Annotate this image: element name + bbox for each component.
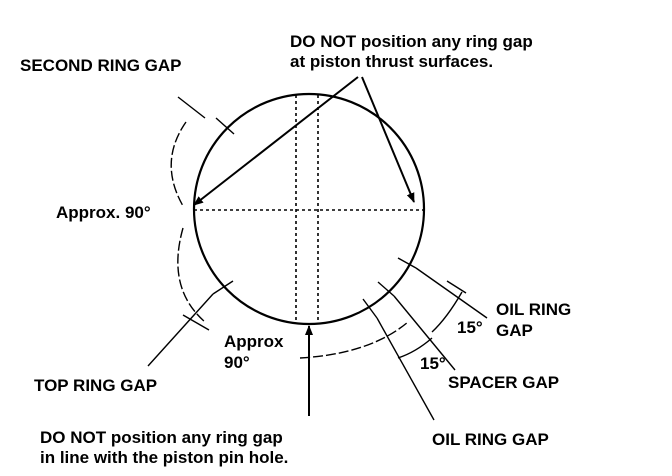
arc-upper-90 xyxy=(170,121,187,207)
pin-warning-line1: DO NOT position any ring gap xyxy=(40,428,283,447)
arc-lower-90 xyxy=(177,227,206,323)
approx-lower-degrees: 90° xyxy=(224,353,250,372)
leader-oil-ring-right xyxy=(415,267,488,319)
approx-lower-label: Approx xyxy=(224,332,284,351)
piston-outline xyxy=(192,92,426,326)
second-ring-gap-label: SECOND RING GAP xyxy=(20,56,182,75)
thrust-warning-line2: at piston thrust surfaces. xyxy=(290,52,493,71)
leader-spacer-gap xyxy=(393,295,456,371)
pin-warning-line2: in line with the piston pin hole. xyxy=(40,448,288,467)
top-ring-gap-label: TOP RING GAP xyxy=(34,376,157,395)
approx-90-left-label: Approx. 90° xyxy=(56,203,151,222)
arc-lower-tick xyxy=(182,314,210,331)
leader-top-ring xyxy=(147,293,214,367)
arc-upper-tick xyxy=(177,96,206,119)
oil-gap-marker-upper xyxy=(397,257,417,269)
thrust-warning-line1: DO NOT position any ring gap xyxy=(290,32,533,51)
second-gap-marker xyxy=(215,117,235,135)
thrust-arrow-left xyxy=(193,76,359,206)
angle-15-lower-label: 15° xyxy=(420,354,446,373)
oil-ring-gap-right-line1: OIL RING xyxy=(496,300,571,319)
arc-15-upper-tick xyxy=(446,280,467,294)
spacer-gap-label: SPACER GAP xyxy=(448,373,559,392)
arc-bottom-90 xyxy=(299,321,409,359)
angle-15-upper-label: 15° xyxy=(457,318,483,337)
top-gap-marker xyxy=(212,280,234,295)
oil-ring-gap-bottom-label: OIL RING GAP xyxy=(432,430,549,449)
oil-gap-marker-lower xyxy=(362,298,378,319)
arc-15-lower xyxy=(397,337,433,359)
oil-gap-marker-mid xyxy=(377,281,395,297)
oil-ring-gap-right-line2: GAP xyxy=(496,321,533,340)
arc-15-upper xyxy=(431,291,463,333)
leader-oil-ring-bottom xyxy=(376,317,435,421)
thrust-arrow-right xyxy=(361,76,415,203)
